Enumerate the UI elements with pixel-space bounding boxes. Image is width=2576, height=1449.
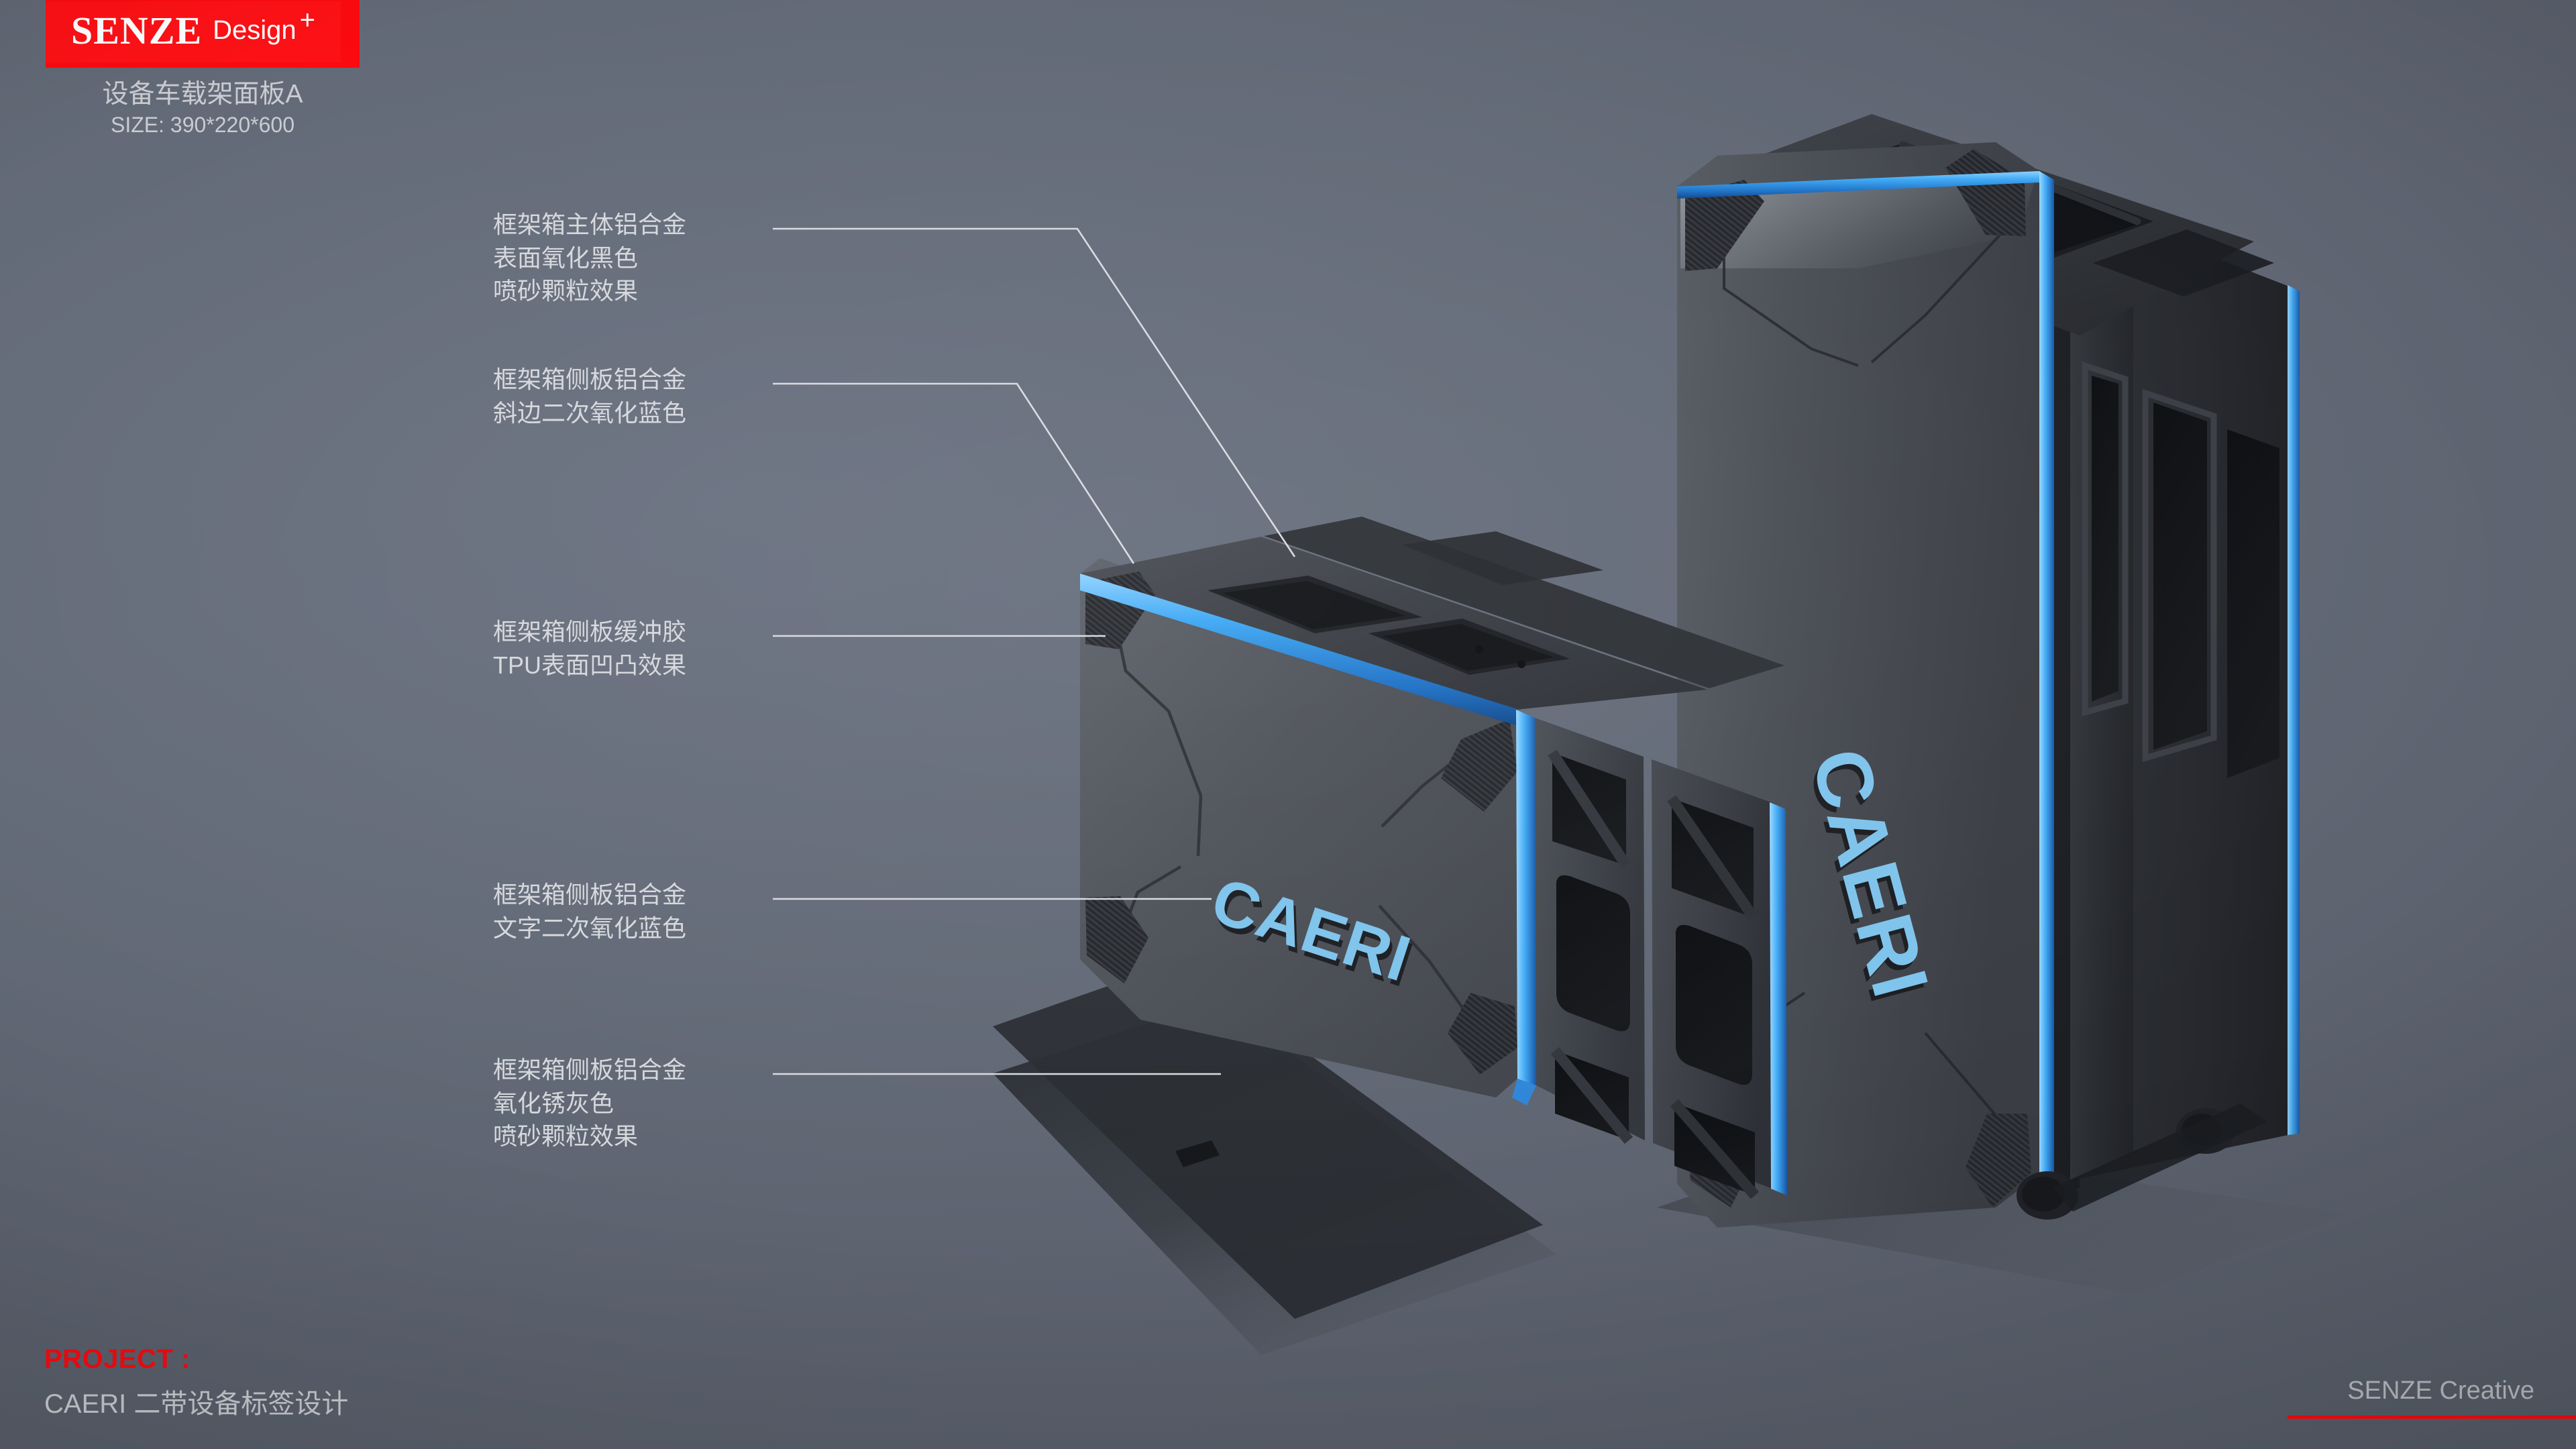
project-value: CAERI 二带设备标签设计 [44, 1389, 349, 1419]
logo-inner-plate [46, 1, 341, 62]
credit-text: SENZE Creative [2347, 1377, 2534, 1405]
annotation-line: 框架箱侧板缓冲胶 [493, 618, 687, 645]
annotation-line: 框架箱侧板铝合金 [493, 1056, 687, 1083]
senze-logo-badge: SENZE Design + [46, 0, 360, 68]
logo-senze-text: SENZE [70, 9, 203, 52]
credit-underline-rule [2288, 1415, 2576, 1419]
logo-design-text: Design [213, 15, 297, 45]
logo-lockup: SENZE Design + [46, 0, 341, 61]
annotation-line: 框架箱主体铝合金 [493, 211, 687, 238]
casters-upright [2017, 1104, 2267, 1220]
annotation-rust-grey: 框架箱侧板铝合金 氧化锈灰色 喷砂颗粒效果 [493, 1053, 686, 1153]
logo-plus-icon: + [299, 5, 316, 35]
annotation-line: TPU表面凹凸效果 [493, 651, 687, 679]
annotation-line: 框架箱侧板铝合金 [493, 366, 687, 393]
annotation-line: 框架箱侧板铝合金 [493, 881, 687, 908]
annotation-tpu-bumper: 框架箱侧板缓冲胶 TPU表面凹凸效果 [493, 615, 686, 682]
project-label: PROJECT : [44, 1344, 191, 1374]
page-title: 设备车载架面板A [102, 80, 303, 109]
annotation-line: 表面氧化黑色 [493, 244, 639, 272]
page-size-spec: SIZE: 390*220*600 [111, 113, 294, 138]
annotation-line: 喷砂颗粒效果 [493, 1122, 639, 1150]
vent-panel-front [1535, 718, 1787, 1199]
vent-windows-upright [2082, 361, 2279, 778]
annotation-logo-text: 框架箱侧板铝合金 文字二次氧化蓝色 [493, 878, 686, 945]
annotation-line: 氧化锈灰色 [493, 1089, 614, 1117]
product-case-front: CAERI CAERI [993, 517, 1787, 1319]
annotation-side-bevel: 框架箱侧板铝合金 斜边二次氧化蓝色 [493, 363, 686, 429]
top-handle-slots-front [1208, 531, 1603, 675]
page-title-block: 设备车载架面板A SIZE: 390*220*600 [46, 79, 360, 140]
annotation-line: 喷砂颗粒效果 [493, 277, 639, 305]
product-case-upright: CAERI CAERI [1677, 114, 2300, 1228]
annotation-main-body: 框架箱主体铝合金 表面氧化黑色 喷砂颗粒效果 [493, 208, 686, 308]
annotation-line: 斜边二次氧化蓝色 [493, 398, 687, 427]
leader-lines [773, 227, 1296, 1075]
annotation-line: 文字二次氧化蓝色 [493, 914, 687, 942]
